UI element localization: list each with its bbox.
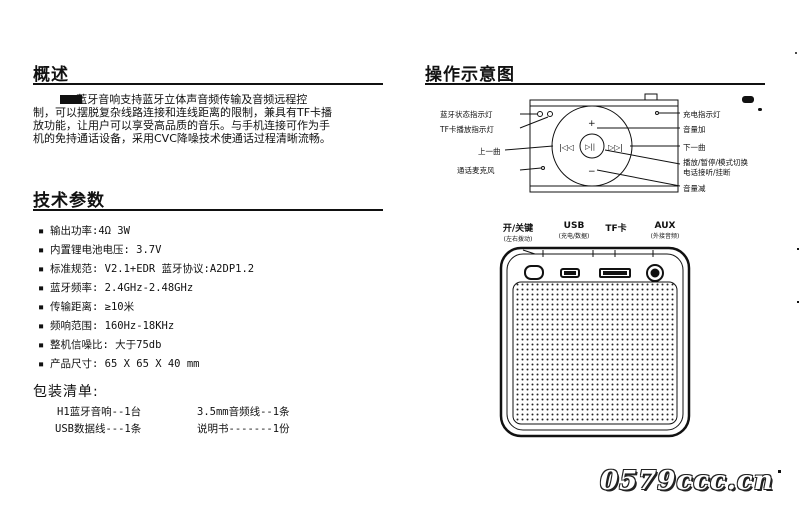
play-pause-icon: ▷||: [585, 143, 595, 151]
charge-led: [655, 111, 659, 115]
scan-mark: [797, 301, 799, 303]
label-tf-status: TF卡播放指示灯: [440, 125, 494, 134]
label-next: 下一曲: [683, 143, 706, 152]
scan-mark: [758, 108, 762, 111]
spec-item: ▪蓝牙频率: 2.4GHz-2.48GHz: [38, 282, 194, 294]
speaker-outline: [499, 246, 691, 438]
volume-down-icon: −: [588, 167, 596, 177]
play-pause-button: [579, 133, 605, 159]
overview-line: 制，可以摆脱复杂线路连接和连线距离的限制，兼具有TF卡播: [33, 106, 333, 119]
port-tf: TF卡: [605, 224, 627, 234]
overview-text: H1蓝牙音响支持蓝牙立体声音频传输及音频远程控 制，可以摆脱复杂线路连接和连线距…: [33, 93, 383, 145]
overview-line: H1蓝牙音响支持蓝牙立体声音频传输及音频远程控: [60, 93, 308, 106]
overview-line: 机的免持通话设备，采用CVC降噪技术使通话过程清晰流畅。: [33, 132, 331, 145]
port-power: 开/关键 (左右拨动): [502, 224, 534, 243]
volume-up-icon: +: [588, 119, 596, 129]
scan-mark: [795, 52, 797, 54]
specs-rule: [33, 209, 383, 211]
spec-item: ▪标准规范: V2.1+EDR 蓝牙协议:A2DP1.2: [38, 263, 255, 275]
overview-rule: [33, 83, 383, 85]
spec-item: ▪传输距离: ≥10米: [38, 301, 135, 313]
port-usb: USB (充电/数据): [558, 221, 590, 240]
label-play-pause: 播放/暂停/模式切换: [683, 158, 749, 167]
watermark: 0579ccc.cn: [600, 466, 774, 496]
label-volume-down: 音量减: [683, 184, 706, 193]
prev-icon: |◁◁: [559, 143, 574, 152]
overview-line: 放功能，让用户可以享受高品质的音乐。与手机连接可作为手: [33, 119, 330, 132]
port-aux: AUX (外接音频): [650, 221, 680, 240]
label-charge-led: 充电指示灯: [683, 110, 721, 119]
front-view-drawing: [499, 246, 691, 438]
bt-status-led: [537, 111, 543, 117]
top-view-drawing: + − |◁◁ ▷▷| ▷||: [504, 93, 681, 193]
scan-mark: [778, 470, 781, 473]
power-switch-icon: [524, 265, 544, 280]
diagram-title: 操作示意图: [425, 65, 515, 85]
specs-list: ▪输出功率:4Ω 3W ▪内置锂电池电压: 3.7V ▪标准规范: V2.1+E…: [38, 222, 254, 374]
label-bt-status: 蓝牙状态指示灯: [440, 110, 493, 119]
specs-title: 技术参数: [33, 191, 105, 211]
package-item: H1蓝牙音响--1台: [57, 406, 142, 418]
diagram-rule: [425, 83, 765, 85]
package-item: 说明书-------1份: [197, 423, 290, 435]
label-mic: 通话麦克风: [457, 166, 495, 175]
label-prev: 上一曲: [478, 147, 501, 156]
spec-item: ▪输出功率:4Ω 3W: [38, 225, 130, 237]
spec-item: ▪产品尺寸: 65 X 65 X 40 mm: [38, 358, 200, 370]
package-item: USB数据线---1条: [55, 423, 142, 435]
scan-mark: [742, 96, 754, 103]
speaker-grille: [513, 282, 677, 424]
spec-item: ▪内置锂电池电压: 3.7V: [38, 244, 162, 256]
spec-item: ▪整机信噪比: 大于75db: [38, 339, 162, 351]
tf-status-led: [547, 111, 553, 117]
spec-item: ▪频响范围: 160Hz-18KHz: [38, 320, 175, 332]
label-volume-up: 音量加: [683, 125, 706, 134]
next-icon: ▷▷|: [608, 143, 623, 152]
package-item: 3.5mm音频线--1条: [197, 406, 290, 418]
package-title: 包装清单:: [33, 384, 99, 400]
label-call: 电话接听/挂断: [683, 168, 731, 177]
redacted-brand: [60, 95, 82, 104]
overview-title: 概述: [33, 65, 69, 85]
microphone-hole: [541, 166, 545, 170]
clip: [644, 93, 658, 101]
scan-mark: [797, 248, 799, 250]
